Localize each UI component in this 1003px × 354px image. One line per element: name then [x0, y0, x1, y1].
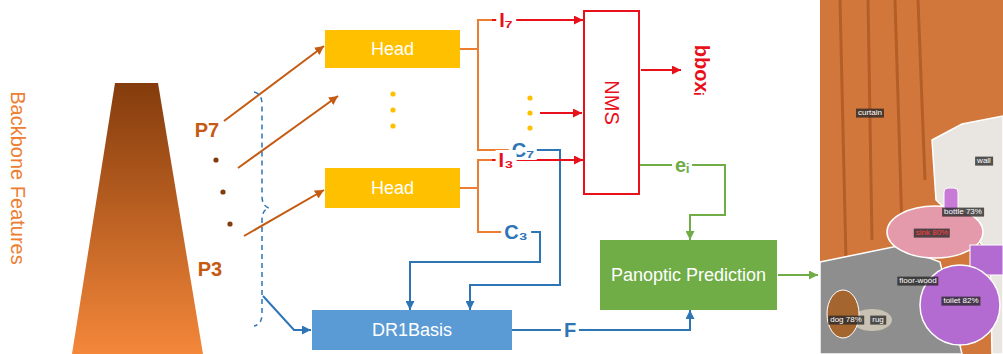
connector-label: F [561, 320, 579, 340]
dog-region [827, 290, 859, 338]
ellipsis-dot [213, 157, 218, 162]
node-text: Head [371, 177, 414, 200]
segment-tag: dog 78% [828, 316, 864, 325]
node-text: NMS [599, 80, 624, 124]
nms-box: NMS [583, 10, 640, 195]
segment-tag: wall [975, 157, 993, 166]
connector-lead [460, 20, 492, 49]
segment-tag: curtain [856, 109, 884, 118]
output-name: bboxᵢ [691, 45, 713, 96]
ellipsis-dot [390, 123, 395, 128]
segment-tag: floor-wood [897, 277, 938, 286]
feature-level: P7 [195, 119, 219, 141]
ellipsis-dot [227, 221, 232, 226]
ellipsis-dot [220, 189, 225, 194]
result-image [820, 0, 1003, 354]
backbone-trapezoid [72, 83, 203, 354]
connector-label: C₃ [501, 222, 531, 242]
ellipsis-dot [527, 110, 532, 115]
connector-lead [460, 49, 509, 150]
feature-arrow [263, 296, 311, 330]
segment-tag: bottle 73% [942, 208, 984, 217]
axis-title: Backbone Features [7, 91, 29, 264]
connector [460, 49, 560, 310]
segment-tag: sink 80% [914, 229, 950, 238]
segment-tag: toilet 82% [941, 297, 980, 306]
output-arrow [778, 274, 818, 276]
ellipsis-dot [390, 91, 395, 96]
ellipsis-dot [527, 95, 532, 100]
feature-bracket [254, 92, 269, 326]
connector [460, 20, 583, 49]
feature-arrow [244, 190, 324, 236]
connector [640, 165, 725, 240]
prediction-box: Panoptic Prediction [600, 240, 777, 310]
head-box: Head [325, 168, 460, 208]
feature-level: P3 [198, 258, 222, 280]
node-text: DR1Basis [372, 319, 452, 342]
connector [512, 310, 690, 330]
connector-lead [460, 160, 492, 188]
ellipsis-dot [527, 125, 532, 130]
ellipsis-dot [390, 107, 395, 112]
node-text: Panoptic Prediction [611, 264, 766, 287]
connector-label: eᵢ [672, 155, 692, 175]
connector-lead [460, 188, 502, 232]
connector [460, 160, 583, 188]
connector-label: I₃ [496, 150, 517, 170]
node-text: Head [371, 38, 414, 61]
feature-arrow [238, 96, 338, 168]
head-box: Head [325, 30, 460, 68]
output-arrow [641, 69, 681, 71]
output-arrow [540, 112, 582, 114]
segment-tag: rug [870, 316, 886, 325]
feature-arrow [224, 46, 324, 121]
sink-region [887, 206, 983, 258]
connector-label: I₇ [496, 10, 516, 30]
basis-box: DR1Basis [312, 310, 512, 350]
curtain-region [820, 0, 1003, 354]
